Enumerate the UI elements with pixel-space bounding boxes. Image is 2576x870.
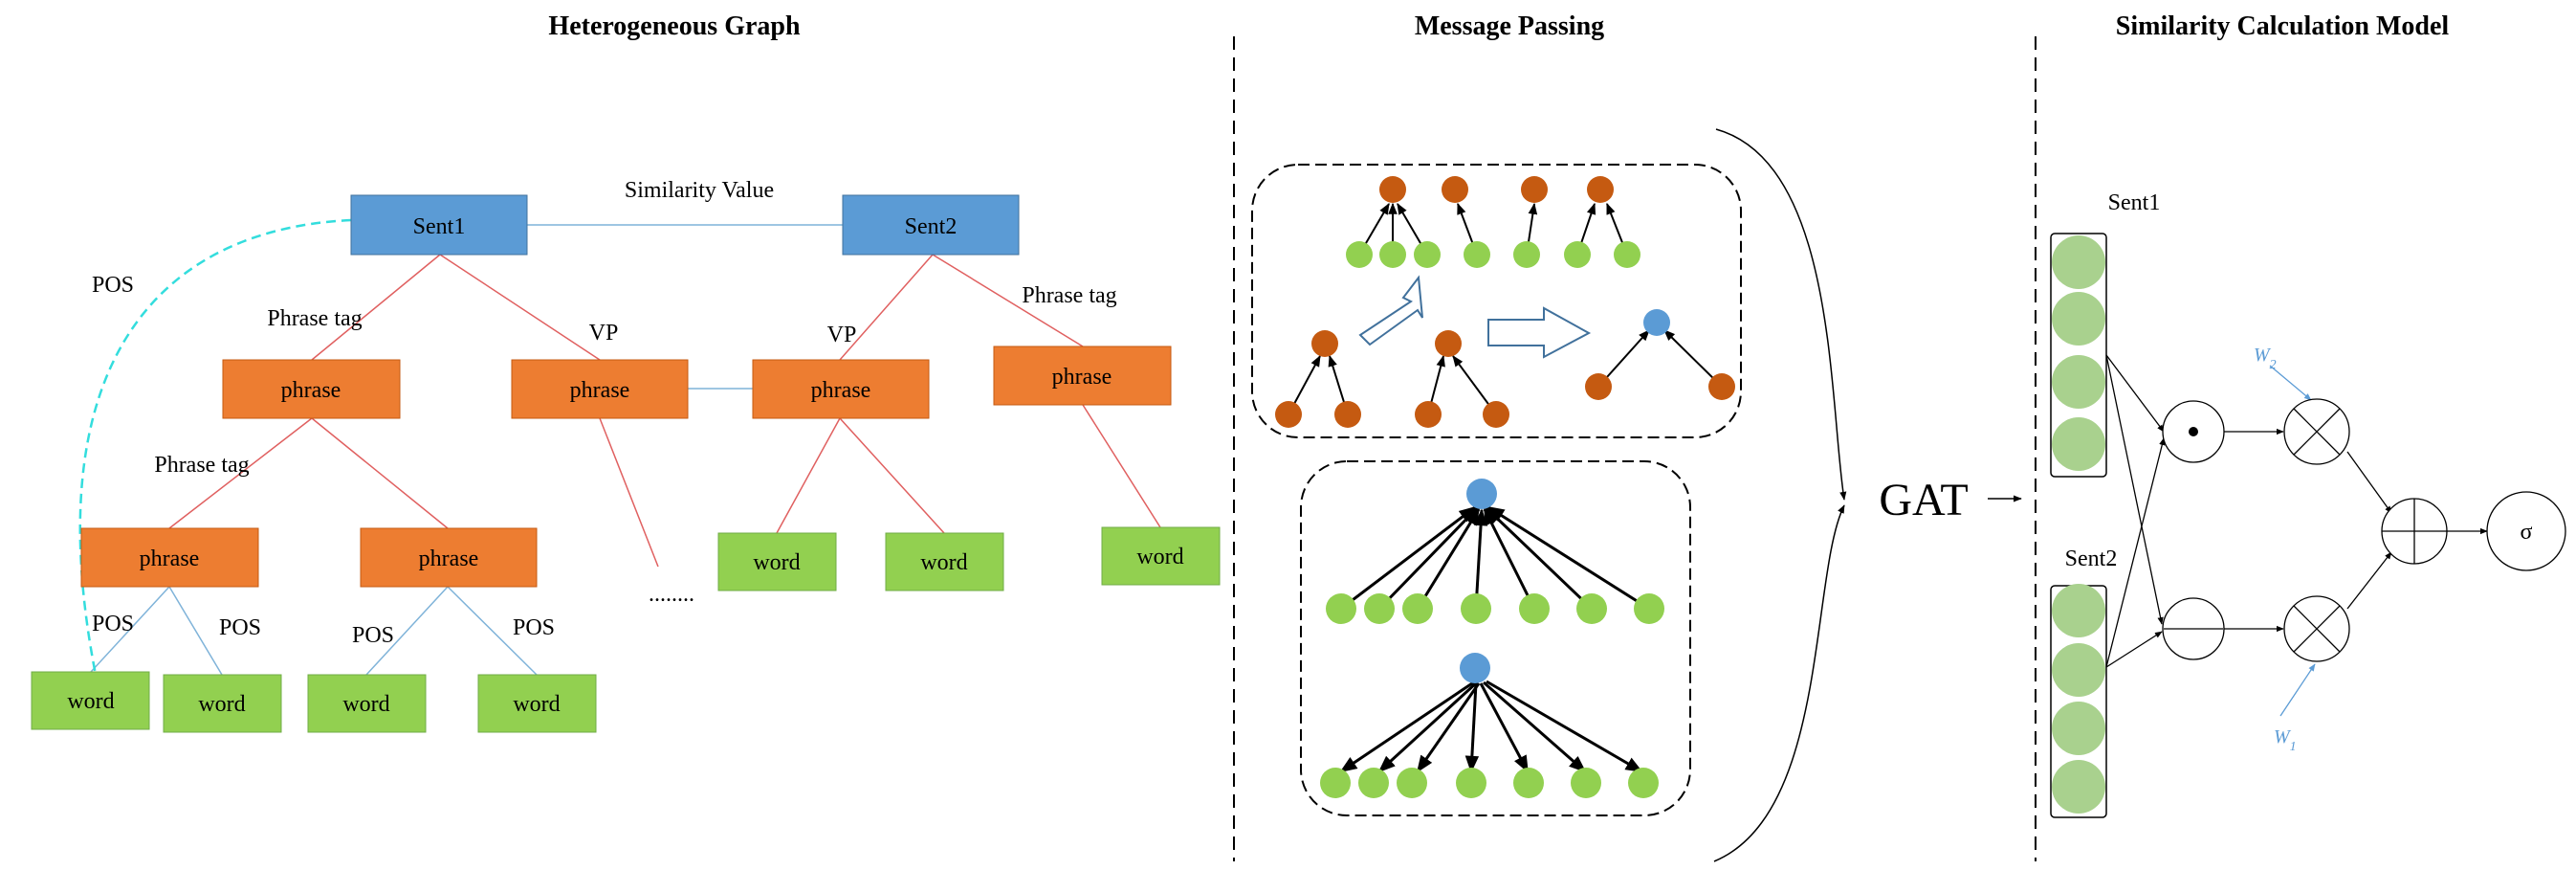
word-node — [307, 674, 427, 733]
word-label: word — [753, 550, 800, 575]
phrase-label: phrase — [811, 378, 871, 403]
vp-label: VP — [589, 321, 619, 346]
hetero-edges — [78, 218, 1161, 676]
sent2-label: Sent2 — [905, 214, 958, 239]
phrase-node — [80, 527, 259, 588]
word-node — [1101, 526, 1221, 586]
phrase-label: phrase — [419, 547, 479, 571]
pos-label: POS — [92, 612, 134, 636]
phrase-label: phrase — [1052, 365, 1112, 390]
phrase-node — [752, 359, 930, 419]
word-label: word — [67, 689, 114, 714]
title-heterogeneous-graph: Heterogeneous Graph — [548, 11, 801, 41]
mp-bottom-nodes — [1320, 479, 1664, 798]
ellipsis: ........ — [649, 582, 694, 607]
sigma-label: σ — [2521, 520, 2533, 545]
pos-curve-label: POS — [92, 273, 134, 298]
hollow-arrow-diagonal — [1358, 275, 1423, 346]
sent2-node — [842, 194, 1020, 256]
sent2-vector-label: Sent2 — [2065, 547, 2118, 571]
title-similarity-model: Similarity Calculation Model — [2116, 11, 2450, 41]
word-label: word — [342, 692, 389, 717]
sent1-node — [350, 194, 528, 256]
phrase-label: phrase — [570, 378, 630, 403]
phrase-node — [360, 527, 538, 588]
curve-top-to-gat — [1715, 128, 1847, 501]
similarity-value-label: Similarity Value — [625, 178, 774, 203]
word-label: word — [1136, 545, 1183, 569]
phrase-tag-label: Phrase tag — [267, 306, 362, 331]
w1-label: W1 — [2274, 726, 2297, 754]
gat-label: GAT — [1879, 475, 1968, 525]
phrase-node — [511, 359, 689, 419]
phrase-label: phrase — [140, 547, 200, 571]
word-node — [163, 674, 282, 733]
pos-label: POS — [219, 615, 261, 640]
curve-bottom-to-gat — [1713, 504, 1845, 862]
phrase-node — [993, 346, 1172, 406]
sent1-label: Sent1 — [413, 214, 466, 239]
phrase-label: phrase — [281, 378, 341, 403]
word-node — [31, 671, 150, 730]
mp-top-nodes — [1275, 176, 1735, 428]
mp-bottom-edges — [1339, 505, 1650, 773]
dot-icon — [2189, 427, 2198, 436]
phrase-tag-label: Phrase tag — [1022, 283, 1116, 308]
w2-label: W2 — [2254, 345, 2277, 372]
pos-label: POS — [352, 623, 394, 648]
phrase-tag-label: Phrase tag — [154, 453, 249, 478]
w1-arrow — [2279, 663, 2316, 717]
sent1-vector-cells — [2052, 235, 2105, 471]
word-label: word — [920, 550, 967, 575]
sent1-vector-label: Sent1 — [2108, 190, 2161, 215]
word-node — [885, 532, 1004, 591]
mp-top-edges — [1288, 202, 1723, 415]
title-message-passing: Message Passing — [1415, 11, 1604, 41]
sent2-vector-cells — [2052, 584, 2105, 814]
message-box-bottom — [1300, 460, 1691, 816]
word-label: word — [513, 692, 560, 717]
w2-arrow — [2269, 365, 2312, 401]
phrase-node — [222, 359, 401, 419]
similarity-edges — [2105, 354, 2488, 668]
word-node — [477, 674, 597, 733]
hollow-arrow-right — [1487, 306, 1592, 359]
vp-label: VP — [827, 323, 857, 347]
word-label: word — [198, 692, 245, 717]
sigmoid-op — [2486, 491, 2566, 571]
pos-label: POS — [513, 615, 555, 640]
message-box-top — [1251, 164, 1742, 438]
word-node — [717, 532, 837, 591]
